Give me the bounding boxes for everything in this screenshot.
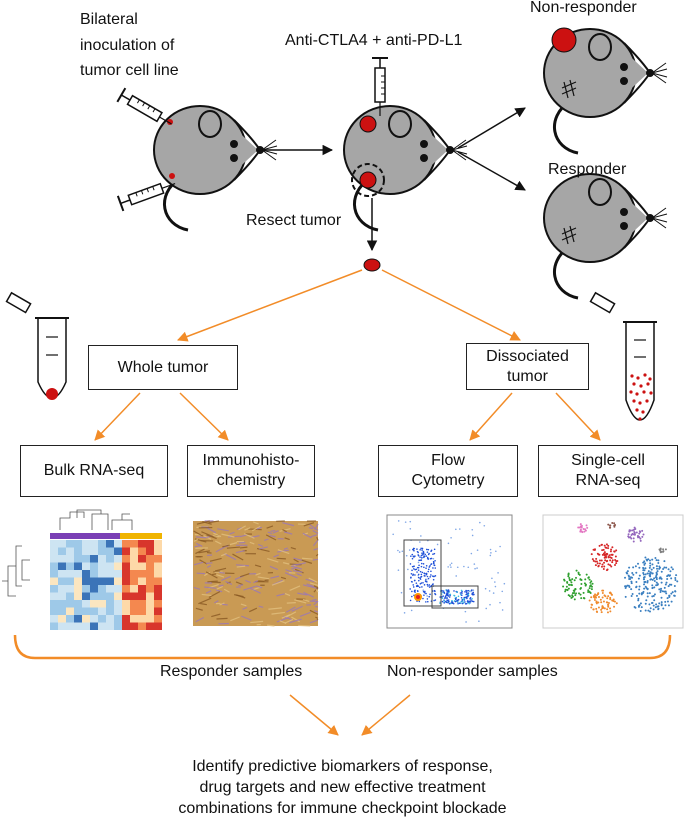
sc-label-2: RNA-seq bbox=[576, 471, 641, 491]
sc-label-1: Single-cell bbox=[571, 451, 645, 471]
arrow-to-dissociated bbox=[382, 270, 520, 340]
arrow-non-responder bbox=[458, 108, 525, 148]
flow-label-2: Cytometry bbox=[412, 471, 485, 491]
conclusion-line-3: combinations for immune checkpoint block… bbox=[0, 799, 685, 819]
dissociated-label-2: tumor bbox=[507, 367, 548, 387]
inoculation-label-3: tumor cell line bbox=[80, 61, 179, 81]
arrow-responder bbox=[458, 152, 525, 190]
inoculation-label-1: Bilateral bbox=[80, 10, 138, 30]
non-responder-label: Non-responder bbox=[530, 0, 637, 18]
whole-tumor-box: Whole tumor bbox=[88, 345, 238, 390]
arrow-to-whole-tumor bbox=[178, 270, 362, 340]
tube-dissociated-icon bbox=[591, 293, 657, 421]
treated-mouse bbox=[344, 58, 467, 230]
bulk-rnaseq-label: Bulk RNA-seq bbox=[44, 461, 144, 481]
tumor-bottom-icon bbox=[360, 172, 376, 188]
flow-cytometry-plot bbox=[387, 515, 512, 628]
ihc-label-2: chemistry bbox=[217, 471, 285, 491]
responder-mouse bbox=[544, 174, 667, 298]
whole-tumor-label: Whole tumor bbox=[118, 358, 209, 378]
responder-label: Responder bbox=[548, 160, 626, 180]
inoculated-mouse bbox=[117, 88, 277, 230]
dissociated-label-1: Dissociated bbox=[486, 347, 569, 367]
conclusion-line-2: drug targets and new effective treatment bbox=[0, 778, 685, 798]
dissociated-tumor-box: Dissociated tumor bbox=[466, 343, 589, 390]
conclusion-line-1: Identify predictive biomarkers of respon… bbox=[0, 757, 685, 777]
resected-tumor-icon bbox=[364, 259, 380, 271]
tumor-top-icon bbox=[360, 116, 376, 132]
non-responder-samples-label: Non-responder samples bbox=[387, 662, 558, 682]
bulk-rnaseq-box: Bulk RNA-seq bbox=[20, 445, 168, 497]
heatmap-thumbnail bbox=[2, 510, 162, 630]
flow-label-1: Flow bbox=[431, 451, 465, 471]
single-cell-box: Single-cell RNA-seq bbox=[538, 445, 678, 497]
tsne-plot bbox=[543, 515, 683, 628]
treatment-label: Anti-CTLA4 + anti-PD-L1 bbox=[285, 31, 462, 51]
tube-whole-tumor-icon bbox=[7, 293, 69, 400]
responder-samples-label: Responder samples bbox=[160, 662, 302, 682]
flow-cytometry-box: Flow Cytometry bbox=[378, 445, 518, 497]
resect-tumor-label: Resect tumor bbox=[246, 211, 341, 231]
ihc-image bbox=[193, 521, 318, 626]
inoculation-label-2: inoculation of bbox=[80, 36, 174, 56]
ihc-box: Immunohisto- chemistry bbox=[187, 445, 315, 497]
ihc-label-1: Immunohisto- bbox=[203, 451, 300, 471]
non-responder-mouse bbox=[544, 28, 667, 153]
tumor-spot-right-icon bbox=[169, 173, 175, 179]
samples-bracket bbox=[15, 635, 670, 658]
